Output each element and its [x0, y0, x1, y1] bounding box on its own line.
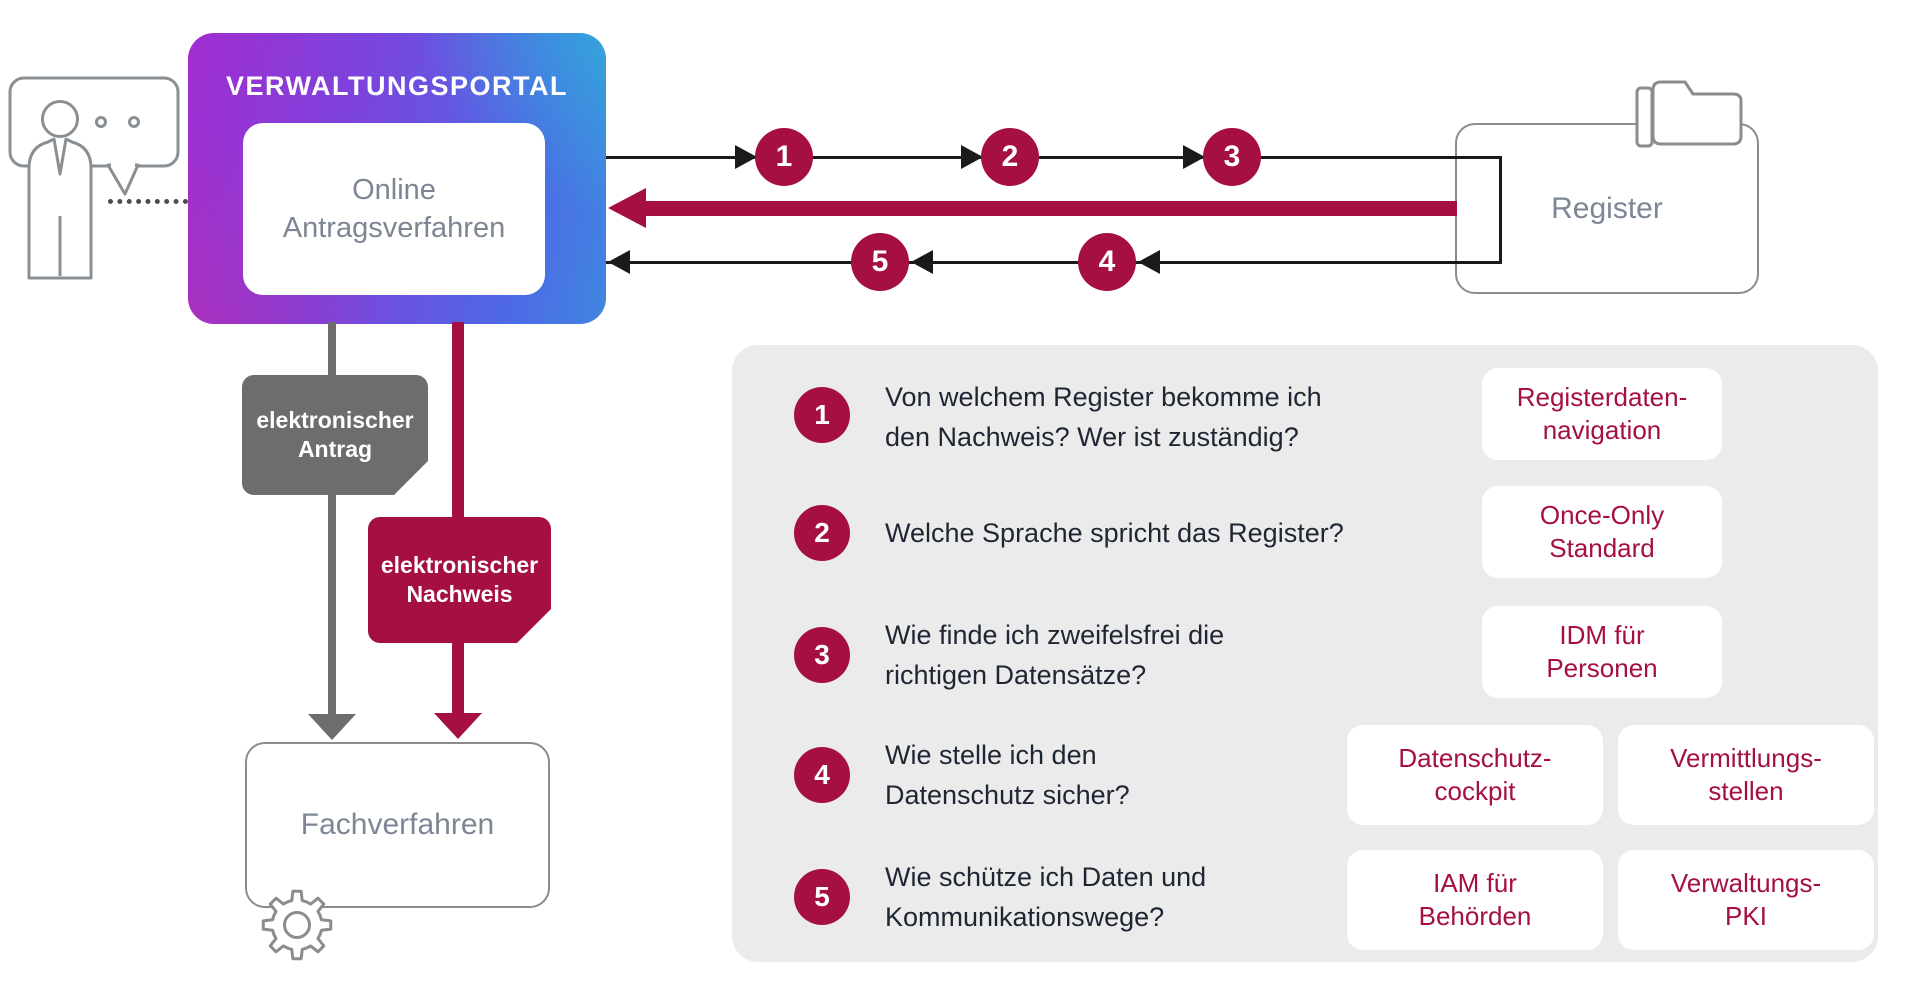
- question-1-text: Von welchem Register bekomme ich den Nac…: [885, 377, 1322, 457]
- step-circle-4: 4: [1078, 233, 1136, 291]
- chip-registerdatennavigation: Registerdaten- navigation: [1482, 368, 1722, 460]
- chip-line: Vermittlungs-: [1670, 743, 1822, 773]
- step-circle-5: 5: [851, 233, 909, 291]
- antrag-line1: elektronischer: [256, 407, 414, 433]
- chip-line: Behörden: [1418, 901, 1532, 931]
- chip-vermittlungsstellen: Vermittlungs- stellen: [1618, 725, 1874, 825]
- chip-verwaltungs-pki: Verwaltungs- PKI: [1618, 850, 1874, 950]
- speech-dot-icon: [95, 116, 107, 128]
- dotted-connector: [108, 199, 188, 204]
- question-circle-5: 5: [794, 869, 850, 925]
- question-line: Welche Sprache spricht das Register?: [885, 518, 1344, 548]
- arrowhead-left-icon: [1138, 250, 1160, 274]
- nachweis-line1: elektronischer: [380, 552, 539, 578]
- question-number: 2: [814, 517, 830, 548]
- question-circle-1: 1: [794, 387, 850, 443]
- verwaltungsportal-box: VERWALTUNGSPORTAL Online Antragsverfahre…: [188, 33, 606, 324]
- question-number: 4: [814, 759, 830, 790]
- chip-line: IDM für: [1559, 620, 1645, 650]
- register-bracket-line: [1499, 156, 1502, 264]
- chip-line: Once-Only: [1539, 500, 1665, 530]
- question-line: richtigen Datensätze?: [885, 660, 1147, 690]
- antrag-arrowhead-icon: [308, 714, 356, 740]
- step-circle-2: 2: [981, 128, 1039, 186]
- chip-datenschutzcockpit: Datenschutz- cockpit: [1347, 725, 1603, 825]
- question-circle-4: 4: [794, 747, 850, 803]
- chip-line: Datenschutz-: [1398, 743, 1552, 773]
- antrag-flow-line: [328, 322, 336, 715]
- chip-line: stellen: [1708, 776, 1784, 806]
- question-circle-2: 2: [794, 505, 850, 561]
- online-antragsverfahren-box: Online Antragsverfahren: [243, 123, 545, 295]
- portal-inner-line2: Antragsverfahren: [282, 212, 506, 244]
- question-line: Wie finde ich zweifelsfrei die: [885, 620, 1225, 650]
- question-2-text: Welche Sprache spricht das Register?: [885, 513, 1344, 553]
- chip-once-only-standard: Once-Only Standard: [1482, 486, 1722, 578]
- register-label: Register: [1551, 191, 1663, 225]
- chip-line: Standard: [1549, 533, 1655, 563]
- chip-iam-fuer-behoerden: IAM für Behörden: [1347, 850, 1603, 950]
- step-number: 4: [1098, 245, 1116, 278]
- evidence-arrow-shaft: [644, 201, 1457, 216]
- evidence-arrow-head-icon: [608, 188, 646, 228]
- chip-line: Verwaltungs-: [1670, 868, 1822, 898]
- elektronischer-antrag-tag: elektronischer Antrag: [242, 375, 428, 495]
- question-line: Datenschutz sicher?: [885, 780, 1130, 810]
- question-3-text: Wie finde ich zweifelsfrei die richtigen…: [885, 615, 1224, 695]
- antrag-line2: Antrag: [297, 436, 373, 462]
- arrowhead-left-icon: [608, 250, 630, 274]
- question-number: 3: [814, 639, 830, 670]
- question-number: 5: [814, 881, 830, 912]
- arrowhead-left-icon: [911, 250, 933, 274]
- question-4-text: Wie stelle ich den Datenschutz sicher?: [885, 735, 1130, 815]
- step-number: 3: [1223, 140, 1241, 173]
- step-circle-1: 1: [755, 128, 813, 186]
- person-body: [27, 137, 93, 280]
- chip-line: cockpit: [1434, 776, 1516, 806]
- chip-idm-fuer-personen: IDM für Personen: [1482, 606, 1722, 698]
- chip-line: Personen: [1546, 653, 1658, 683]
- speech-dot-icon: [128, 116, 140, 128]
- step-number: 2: [1001, 140, 1019, 173]
- citizen-speech-icon: [8, 76, 180, 280]
- question-line: Von welchem Register bekomme ich: [885, 382, 1322, 412]
- portal-title: VERWALTUNGSPORTAL: [226, 71, 568, 101]
- fachverfahren-box: Fachverfahren: [245, 742, 550, 908]
- folder-icon: [1635, 80, 1743, 148]
- gear-icon: [261, 889, 333, 961]
- arrowhead-right-icon: [1183, 145, 1205, 169]
- portal-inner-line1: Online: [352, 174, 436, 206]
- question-5-text: Wie schütze ich Daten und Kommunikations…: [885, 857, 1206, 937]
- nachweis-line2: Nachweis: [406, 581, 513, 607]
- chip-line: Registerdaten-: [1516, 382, 1688, 412]
- fachverfahren-label: Fachverfahren: [300, 808, 495, 841]
- question-line: Wie schütze ich Daten und: [885, 862, 1207, 892]
- response-line: [606, 261, 1500, 264]
- arrowhead-right-icon: [961, 145, 983, 169]
- question-circle-3: 3: [794, 627, 850, 683]
- request-line: [606, 156, 1500, 159]
- chip-line: IAM für: [1433, 868, 1517, 898]
- step-number: 1: [775, 140, 793, 173]
- question-line: Wie stelle ich den: [885, 740, 1097, 770]
- question-line: den Nachweis? Wer ist zuständig?: [885, 422, 1299, 452]
- elektronischer-nachweis-tag: elektronischer Nachweis: [368, 517, 551, 643]
- step-circle-3: 3: [1203, 128, 1261, 186]
- chip-line: PKI: [1725, 901, 1767, 931]
- nachweis-arrowhead-icon: [434, 713, 482, 739]
- chip-line: navigation: [1542, 415, 1662, 445]
- step-number: 5: [871, 245, 889, 278]
- question-line: Kommunikationswege?: [885, 902, 1165, 932]
- person-head: [41, 100, 79, 138]
- arrowhead-right-icon: [735, 145, 757, 169]
- question-number: 1: [814, 399, 830, 430]
